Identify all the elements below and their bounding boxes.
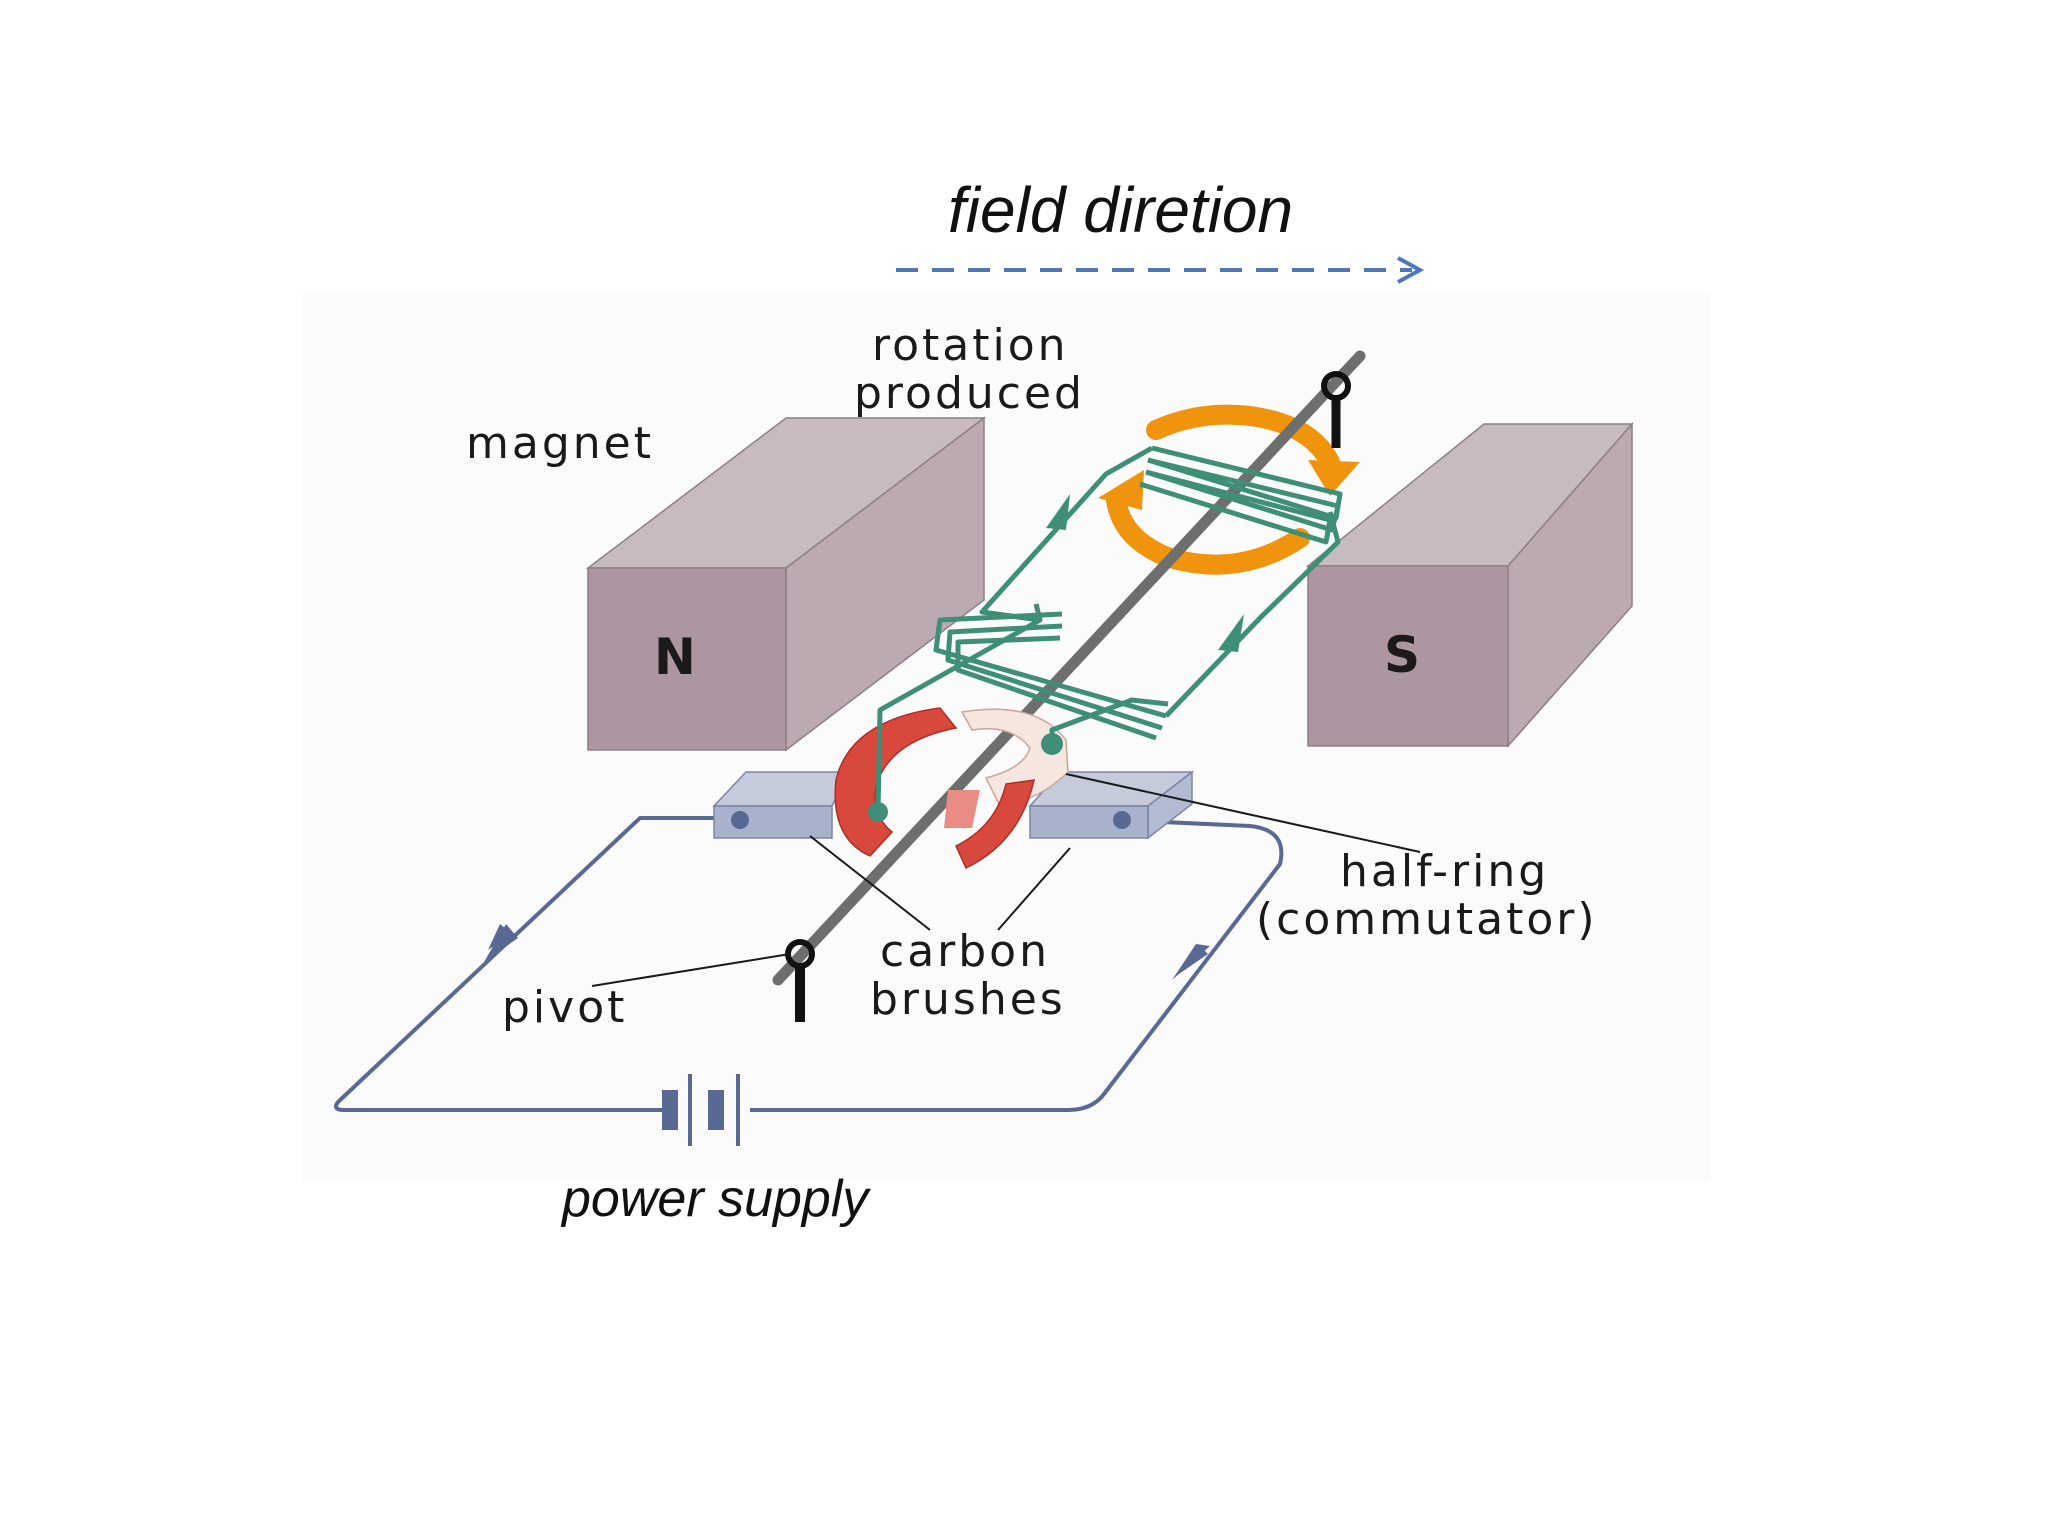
- rotation-label-line1: rotation: [872, 320, 1069, 371]
- coil-arrow-left: [1046, 494, 1070, 530]
- south-pole-label: S: [1384, 626, 1420, 684]
- magnet-south: [1305, 422, 1634, 748]
- half-ring-label-line2: (commutator): [1256, 894, 1598, 945]
- north-pole-label: N: [654, 628, 696, 686]
- field-direction-label: field diretion: [948, 174, 1293, 246]
- rotation-label-line2: produced: [854, 368, 1085, 419]
- axle: [772, 350, 1366, 986]
- carbon-brushes-label-line1: carbon: [880, 926, 1050, 977]
- half-ring-commutator-red: [834, 707, 980, 857]
- half-ring-label-line1: half-ring: [1340, 846, 1549, 897]
- coil-arrow-right: [1218, 614, 1244, 652]
- armature-coil: [875, 445, 1343, 813]
- current-arrow-left: [484, 924, 518, 962]
- carbon-brush-left: [712, 771, 852, 839]
- pivot-label: pivot: [502, 982, 627, 1033]
- rotation-arrowhead-left: [1098, 470, 1144, 510]
- circuit-wire: [334, 816, 1284, 1112]
- half-ring-commutator-white: [955, 708, 1069, 870]
- field-direction-arrow: [896, 256, 1425, 284]
- pivot-top: [1321, 371, 1351, 448]
- magnet-north: [585, 416, 987, 752]
- leader-lines: [591, 773, 1421, 987]
- rotation-arrowhead-right: [1308, 460, 1360, 496]
- magnet-label: magnet: [466, 418, 654, 469]
- carbon-brushes-label-line2: brushes: [870, 974, 1066, 1025]
- carbon-brush-right: [1028, 770, 1195, 840]
- power-supply-label: power supply: [560, 1170, 871, 1228]
- battery-icon: [662, 1074, 740, 1146]
- current-arrow-right: [1172, 944, 1210, 980]
